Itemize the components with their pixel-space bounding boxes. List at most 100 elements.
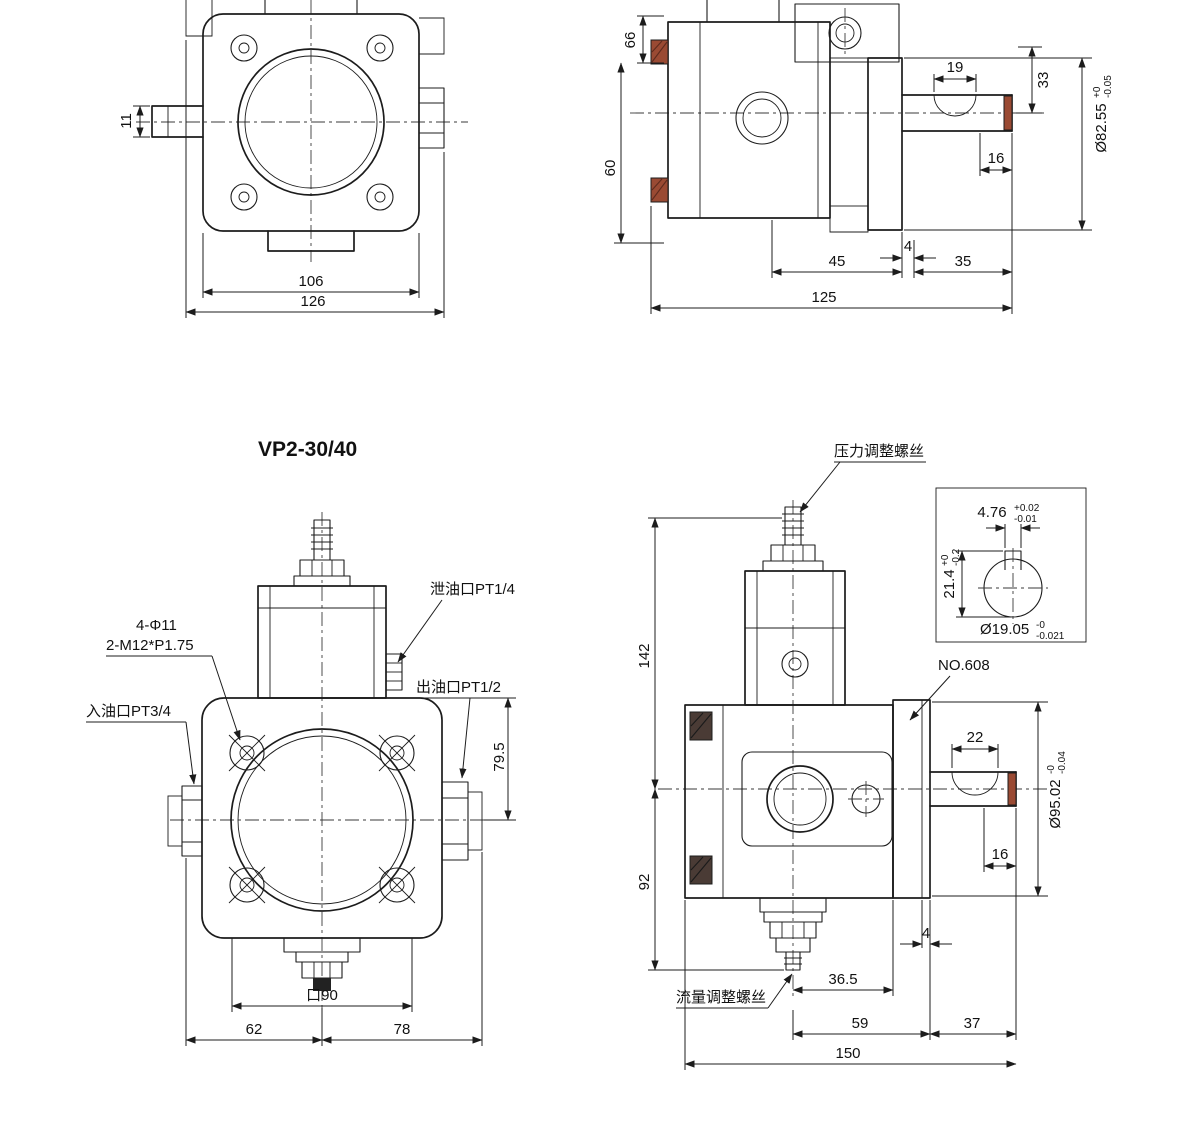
right-tab-block xyxy=(419,87,445,149)
flow-screw-front xyxy=(283,937,361,991)
pump-bore-circle-main xyxy=(230,728,414,912)
dim-16-bottom-text: 16 xyxy=(992,846,1009,863)
mount-flange-plate xyxy=(867,57,903,231)
label-drain: 泄油口PT1/4 xyxy=(397,581,515,663)
view-side-main: 4.76 +0.02 -0.01 21.4 +0 -0.2 Ø19.05 -0 … xyxy=(636,443,1087,1070)
view-front-main: 泄油口PT1/4 4-Φ11 2-M12*P1.75 入油口PT3/4 出油口P… xyxy=(86,512,516,1046)
compensator-body-side xyxy=(744,570,846,706)
dim-125: 125 xyxy=(650,206,1013,314)
spigot-95-tol-bottom: -0.04 xyxy=(1057,751,1068,774)
dim-36-5: 36.5 xyxy=(792,900,894,996)
dim-16-top-text: 16 xyxy=(988,150,1005,167)
mount-flange-outline xyxy=(202,13,420,232)
dim-overall-126: 126 xyxy=(185,40,445,318)
flow-screw-label: 流量调整螺丝 xyxy=(676,989,766,1006)
dim-150-text: 150 xyxy=(835,1045,860,1062)
pump-bore-circle xyxy=(237,48,385,196)
front-boss-side xyxy=(741,751,893,847)
bolt-holes-main xyxy=(228,734,416,904)
dim-142-text: 142 xyxy=(636,643,653,668)
key-height-tol-bottom: -0.2 xyxy=(951,548,962,566)
dim-79-5: 79.5 xyxy=(444,697,516,821)
spigot-tol-bottom: -0.05 xyxy=(1103,75,1114,98)
dim-33-text: 33 xyxy=(1035,72,1052,89)
dim-35-text: 35 xyxy=(955,253,972,270)
body-seal-top xyxy=(689,711,713,741)
mount-flange-side xyxy=(892,699,931,899)
dim-spigot-dia-95: Ø95.02 -0 -0.04 xyxy=(932,701,1068,897)
dim-22-text: 22 xyxy=(967,729,984,746)
page-title: VP2-30/40 xyxy=(258,438,357,461)
dim-37-text: 37 xyxy=(964,1015,981,1032)
dim-key-height: 21.4 +0 -0.2 xyxy=(940,548,1011,618)
dim-92-text: 92 xyxy=(636,874,653,891)
dim-66-text: 66 xyxy=(622,32,639,49)
drive-shaft-side xyxy=(929,771,1017,807)
label-bearing: NO.608 xyxy=(909,657,990,721)
bolt-holes-label: 4-Φ11 xyxy=(136,617,177,634)
spigot-95-tol-top: -0 xyxy=(1046,765,1057,774)
dim-19: 19 xyxy=(933,59,977,92)
port-seal-bottom xyxy=(650,177,669,203)
dim-detail-shaft-dia: Ø19.05 -0 -0.021 xyxy=(980,620,1065,642)
port-seal-top xyxy=(650,39,669,65)
dim-78-text: 78 xyxy=(394,1021,411,1038)
inlet-port-label: 入油口PT3/4 xyxy=(86,703,171,720)
flow-screw-tip xyxy=(313,978,331,991)
dim-21-4-text: 21.4 xyxy=(941,569,958,598)
body-outline xyxy=(667,21,831,219)
label-pressure-screw: 压力调整螺丝 xyxy=(799,443,926,513)
label-flow-screw: 流量调整螺丝 xyxy=(676,973,793,1009)
view-front-top: 11 106 126 xyxy=(118,0,468,318)
pressure-screw-label: 压力调整螺丝 xyxy=(834,443,924,460)
dim-spigot-dia-82: Ø82.55 +0 -0.05 xyxy=(904,57,1114,231)
bottom-neck xyxy=(267,230,355,252)
dim-33: 33 xyxy=(1016,46,1052,114)
pressure-screw-front xyxy=(293,519,351,587)
dim-19-text: 19 xyxy=(947,59,964,76)
dim-4-flange-text: 4 xyxy=(922,925,930,942)
pump-body-side xyxy=(684,704,894,899)
label-bolt-thread: 4-Φ11 2-M12*P1.75 xyxy=(106,617,241,741)
dim-4-step-text: 4 xyxy=(904,238,912,255)
spigot-dia-95-text: Ø95.02 xyxy=(1047,779,1064,828)
dim-bolt-span-106: 106 xyxy=(202,233,420,298)
spigot-tol-top: +0 xyxy=(1092,86,1103,98)
dim-19-05-text: Ø19.05 xyxy=(980,621,1029,638)
shaft-end-cap-side xyxy=(1007,772,1017,806)
key-width-tol-top: +0.02 xyxy=(1014,503,1040,514)
drain-port-label: 泄油口PT1/4 xyxy=(430,581,515,598)
dim-16-bottom: 16 xyxy=(983,808,1017,1040)
dim-60: 60 xyxy=(602,62,664,244)
dim-62-text: 62 xyxy=(246,1021,263,1038)
dim-square-90: 口90 xyxy=(231,938,413,1012)
shaft-dia-tol-top: -0 xyxy=(1036,620,1045,631)
flow-screw-side xyxy=(759,897,827,971)
bearing-label: NO.608 xyxy=(938,657,990,674)
body-seal-bottom xyxy=(689,855,713,885)
dim-36-5-text: 36.5 xyxy=(828,971,857,988)
body-port-circle xyxy=(735,91,789,145)
dim-4-flange: 4 xyxy=(900,900,952,1040)
key-height-tol-top: +0 xyxy=(940,554,951,566)
dim-142-92: 142 92 xyxy=(636,517,784,971)
spigot-dia-text: Ø82.55 xyxy=(1093,103,1110,152)
key-width-tol-bottom: -0.01 xyxy=(1014,514,1037,525)
dim-60-text: 60 xyxy=(602,160,619,177)
left-port-stub xyxy=(151,105,204,138)
dim-79-5-text: 79.5 xyxy=(491,742,508,771)
shaft-dia-tol-bottom: -0.021 xyxy=(1036,631,1065,642)
bolt-holes xyxy=(230,34,394,211)
shaft-detail-box: 4.76 +0.02 -0.01 21.4 +0 -0.2 Ø19.05 -0 … xyxy=(935,487,1087,643)
dim-90-text: 口90 xyxy=(306,987,338,1004)
inlet-port-boss xyxy=(167,785,203,857)
dim-150: 150 xyxy=(684,900,1017,1070)
shaft-end-cap xyxy=(1003,95,1013,131)
dim-66: 66 xyxy=(622,15,664,64)
outlet-port-label: 出油口PT1/2 xyxy=(416,679,501,696)
dim-11-text: 11 xyxy=(118,113,135,129)
dim-59-text: 59 xyxy=(852,1015,869,1032)
mount-thread-label: 2-M12*P1.75 xyxy=(106,637,194,654)
drive-shaft xyxy=(901,94,1013,132)
